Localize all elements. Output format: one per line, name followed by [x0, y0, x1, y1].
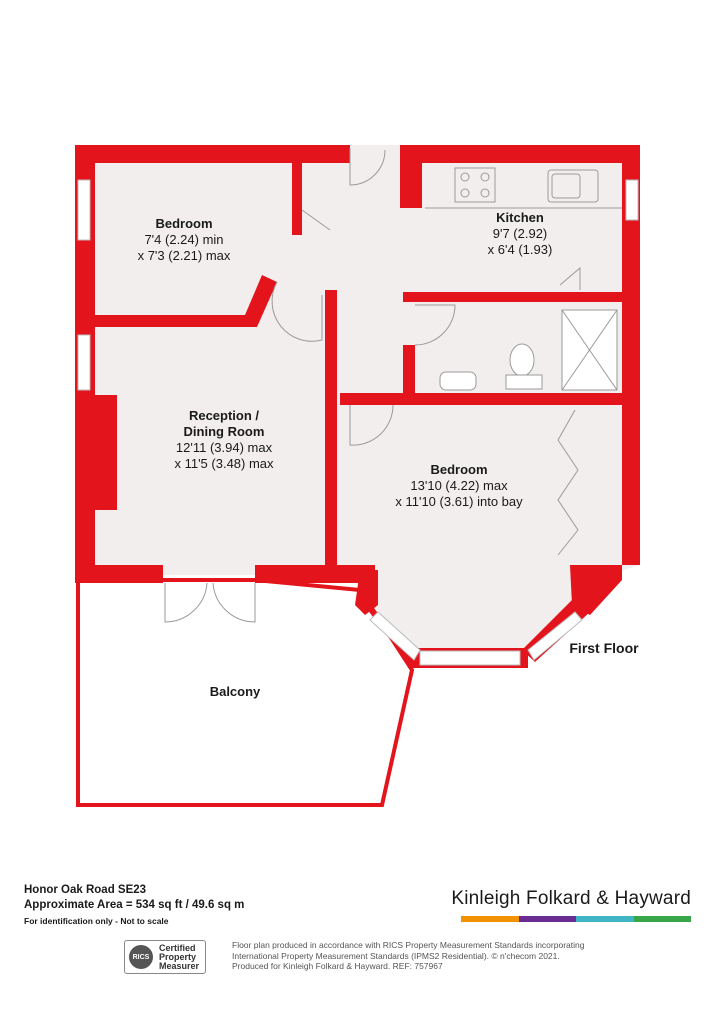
- legal-line1: Floor plan produced in accordance with R…: [232, 940, 585, 950]
- brand-bar-segment: [461, 916, 519, 922]
- rics-line1: Certified: [159, 942, 196, 953]
- brand-logo: Kinleigh Folkard & Hayward: [451, 888, 691, 922]
- brand-bar-segment: [518, 916, 576, 922]
- brand-name: Kinleigh Folkard & Hayward: [451, 888, 691, 909]
- bedroom-small-dim1: 7'4 (2.24) min: [144, 232, 223, 247]
- kitchen-dim2: x 6'4 (1.93): [488, 242, 553, 257]
- rics-badge: RICS Certified Property Measurer: [124, 940, 207, 974]
- bathroom-fixtures: [439, 309, 618, 391]
- address: Honor Oak Road SE23: [24, 884, 147, 896]
- reception-name: Reception /: [189, 408, 259, 423]
- legal-line2: International Property Measurement Stand…: [232, 950, 560, 961]
- property-info: Honor Oak Road SE23 Approximate Area = 5…: [24, 883, 244, 929]
- reception-dim1: 12'11 (3.94) max: [176, 440, 273, 455]
- reception-dim2: x 11'5 (3.48) max: [174, 456, 274, 471]
- bedroom-small-dim2: x 7'3 (2.21) max: [138, 248, 231, 263]
- bedroom-main-name: Bedroom: [430, 462, 487, 477]
- rics-line2: Property: [159, 951, 197, 962]
- bedroom-small-name: Bedroom: [155, 216, 212, 231]
- floor-plan: Bedroom 7'4 (2.24) min x 7'3 (2.21) max …: [75, 145, 640, 807]
- brand-bar-segment: [576, 916, 634, 922]
- kitchen-units: [425, 167, 622, 209]
- kitchen-name: Kitchen: [496, 210, 544, 225]
- floor-label: First Floor: [569, 640, 639, 656]
- basin: [439, 371, 477, 391]
- legal-line3: Produced for Kinleigh Folkard & Hayward.…: [232, 961, 443, 971]
- rics-logo-icon: RICS: [129, 945, 153, 969]
- hob-ring: [460, 172, 470, 182]
- brand-bar-segment: [633, 916, 691, 922]
- brand-color-bar: [461, 916, 691, 922]
- bedroom-main-dim1: 13'10 (4.22) max: [410, 478, 508, 493]
- doors: [164, 148, 581, 623]
- reception-name2: Dining Room: [184, 424, 265, 439]
- legal-notice: Floor plan produced in accordance with R…: [232, 940, 612, 972]
- bedroom-main-dim2: x 11'10 (3.61) into bay: [395, 494, 523, 509]
- rics-certified-text: Certified Property Measurer: [159, 942, 200, 971]
- approximate-area: Approximate Area = 534 sq ft / 49.6 sq m: [24, 899, 245, 911]
- disclaimer: For identification only - Not to scale: [24, 916, 169, 926]
- balcony-name: Balcony: [210, 684, 261, 699]
- windows: [77, 179, 639, 666]
- sink: [547, 169, 599, 203]
- rics-line3: Measurer: [159, 960, 200, 971]
- kitchen-dim1: 9'7 (2.92): [493, 226, 548, 241]
- toilet: [509, 343, 535, 377]
